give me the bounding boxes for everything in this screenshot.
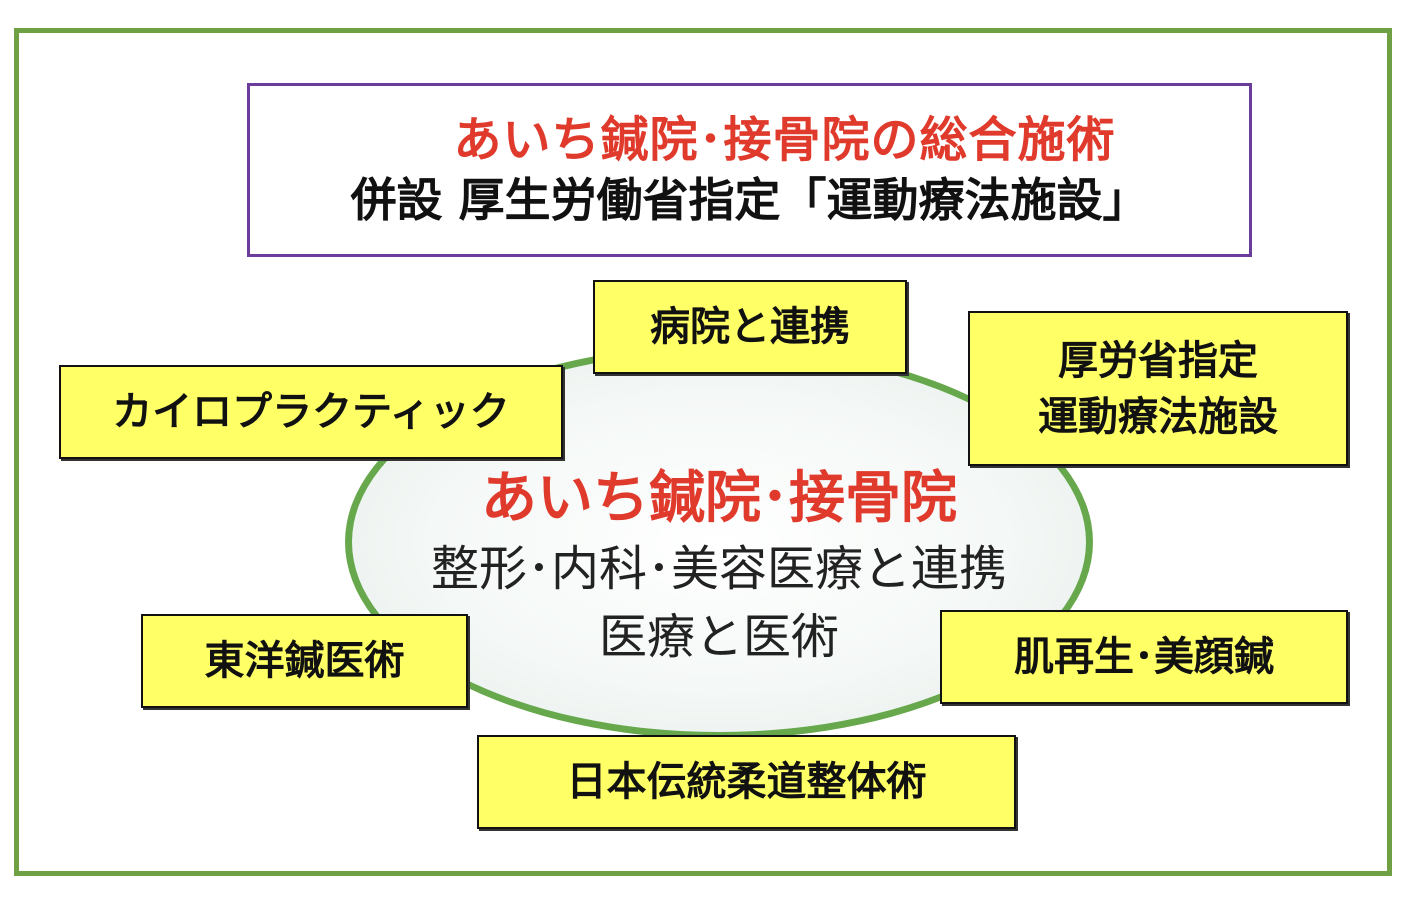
- box-hospital-label: 病院と連携: [650, 304, 850, 350]
- box-skin: 肌再生･美顔鍼: [940, 610, 1348, 704]
- page-subtitle: 併設 厚生労働省指定「運動療法施設」: [350, 173, 1149, 227]
- box-mhlw-line1: 厚労省指定: [1058, 337, 1258, 384]
- box-chiropractic: カイロプラクティック: [59, 365, 563, 459]
- box-hospital: 病院と連携: [593, 280, 907, 374]
- box-skin-label: 肌再生･美顔鍼: [1014, 634, 1274, 680]
- box-judo: 日本伝統柔道整体術: [477, 735, 1016, 829]
- center-line-2: 整形･内科･美容医療と連携: [430, 541, 1007, 597]
- box-acupuncture: 東洋鍼医術: [141, 614, 468, 708]
- center-title: あいち鍼院･接骨院: [481, 466, 957, 531]
- box-chiropractic-label: カイロプラクティック: [112, 389, 510, 435]
- box-acupuncture-label: 東洋鍼医術: [204, 638, 405, 684]
- title-box: あいち鍼院･接骨院の総合施術 併設 厚生労働省指定「運動療法施設」: [247, 83, 1252, 257]
- center-line-3: 医療と医術: [598, 609, 839, 665]
- box-judo-label: 日本伝統柔道整体術: [566, 759, 927, 805]
- box-mhlw: 厚労省指定 運動療法施設: [968, 311, 1348, 466]
- page-title: あいち鍼院･接骨院の総合施術: [453, 112, 1116, 168]
- box-mhlw-line2: 運動療法施設: [1038, 393, 1278, 440]
